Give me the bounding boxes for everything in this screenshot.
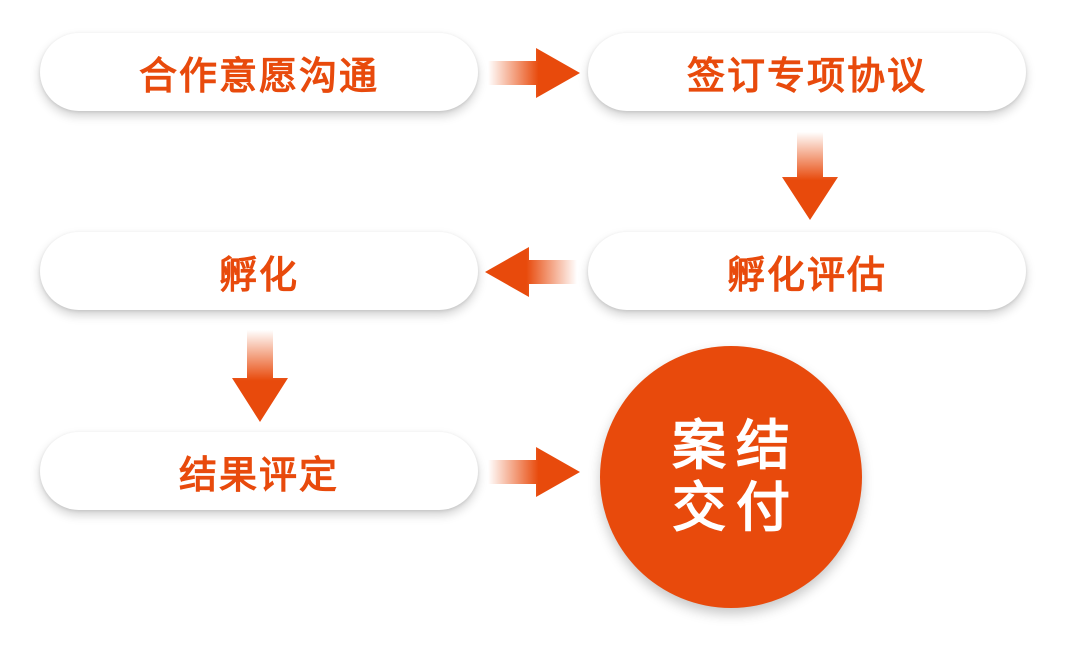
step-label: 孵化评估	[726, 252, 887, 297]
final-label-line1: 案结	[672, 413, 800, 477]
final-label-line2: 交付	[672, 476, 800, 539]
step-label: 孵化	[218, 252, 299, 297]
arrow-right-icon	[488, 48, 580, 98]
step-sign-agreement: 签订专项协议	[588, 33, 1026, 111]
step-label: 签订专项协议	[686, 53, 927, 98]
arrow-left-icon	[485, 247, 577, 297]
step-label: 结果评定	[178, 452, 339, 497]
step-incubation-assessment: 孵化评估	[588, 232, 1026, 310]
arrow-down-icon	[782, 132, 838, 220]
arrow-down-icon	[232, 330, 288, 422]
step-incubation: 孵化	[40, 232, 478, 310]
arrow-right-icon	[488, 447, 580, 497]
final-delivery-circle: 案结 交付	[600, 346, 862, 608]
step-label: 合作意愿沟通	[138, 53, 379, 98]
step-result-evaluation: 结果评定	[40, 432, 478, 510]
step-cooperation-communication: 合作意愿沟通	[40, 33, 478, 111]
